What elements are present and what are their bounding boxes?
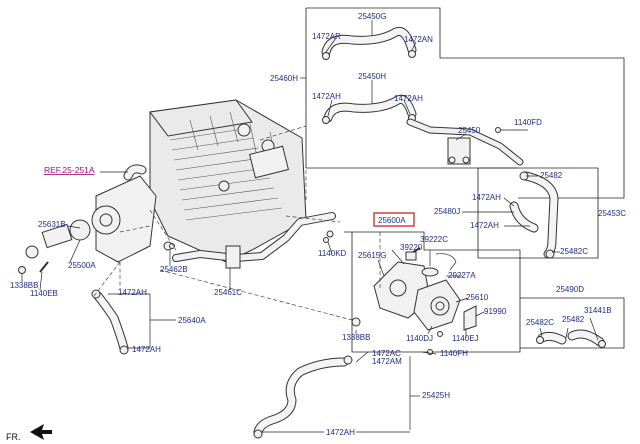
label-25460h[interactable]: 25460H	[270, 74, 298, 83]
bottom-right-frame	[520, 297, 625, 349]
label-29227a[interactable]: 29227A	[448, 271, 476, 280]
leaders	[21, 20, 599, 433]
label-1472an[interactable]: 1472AN	[404, 35, 433, 44]
label-25500a[interactable]: 25500A	[68, 261, 96, 270]
label-1338bb-mid[interactable]: 1338BB	[342, 333, 370, 342]
label-1472ah-right-1[interactable]: 1472AH	[472, 193, 501, 202]
label-1140fd[interactable]: 1140FD	[514, 118, 542, 127]
hose-25453c	[519, 171, 559, 259]
label-31441b[interactable]: 31441B	[584, 306, 612, 315]
hose-25480j	[509, 201, 539, 233]
label-front: FR.	[6, 432, 21, 442]
label-25490d[interactable]: 25490D	[556, 285, 584, 294]
label-39222c[interactable]: 39222C	[420, 235, 448, 244]
label-25480j[interactable]: 25480J	[434, 207, 460, 216]
label-25615g[interactable]: 25615G	[358, 251, 386, 260]
water-pump	[18, 164, 157, 274]
label-1140eb[interactable]: 1140EB	[30, 289, 58, 298]
label-25462b[interactable]: 25462B	[160, 265, 188, 274]
label-25482c-bottom[interactable]: 25482C	[526, 318, 554, 327]
label-1472ar[interactable]: 1472AR	[312, 32, 341, 41]
label-25600a[interactable]: 25600A	[378, 216, 406, 225]
part-labels: 25450G 1472AR 1472AN 25460H 25450H 1472A…	[6, 12, 626, 442]
label-1472am[interactable]: 1472AM	[372, 357, 402, 366]
label-1472ah-bottom[interactable]: 1472AH	[326, 428, 355, 437]
label-1472ah-top-right[interactable]: 1472AH	[394, 94, 423, 103]
label-25482c-right[interactable]: 25482C	[560, 247, 588, 256]
label-1472ah-mid-left-1[interactable]: 1472AH	[118, 288, 147, 297]
label-ref-25-251a[interactable]: REF.25-251A	[44, 165, 95, 175]
label-1140dj[interactable]: 1140DJ	[406, 334, 433, 343]
label-1140kd[interactable]: 1140KD	[318, 249, 347, 258]
label-1472ah-top-left[interactable]: 1472AH	[312, 92, 341, 101]
pipe-25461c	[163, 212, 336, 269]
hose-25425h	[253, 355, 353, 439]
hose-25450g	[321, 26, 417, 60]
label-25450g[interactable]: 25450G	[358, 12, 386, 21]
dashed-guides	[93, 125, 381, 321]
label-1472ac[interactable]: 1472AC	[372, 349, 401, 358]
label-1338bb-left[interactable]: 1338BB	[10, 281, 38, 290]
engine-block	[149, 99, 307, 263]
front-arrow-icon	[30, 424, 52, 440]
label-25450[interactable]: 25450	[458, 126, 481, 135]
label-25631b[interactable]: 25631B	[38, 220, 66, 229]
label-1472ah-mid-left-2[interactable]: 1472AH	[132, 345, 161, 354]
label-1140ej[interactable]: 1140EJ	[452, 334, 479, 343]
label-25482-bottom[interactable]: 25482	[562, 315, 585, 324]
selected-part-highlight	[373, 212, 415, 227]
label-25425h[interactable]: 25425H	[422, 391, 450, 400]
label-91990[interactable]: 91990	[484, 307, 507, 316]
pipe-25450	[406, 118, 524, 166]
hose-25640a	[91, 289, 129, 355]
label-1140fh[interactable]: 1140FH	[440, 349, 468, 358]
label-25453c[interactable]: 25453C	[598, 209, 626, 218]
top-right-frame	[305, 7, 625, 199]
label-25482-top[interactable]: 25482	[540, 171, 563, 180]
hoses-25490d	[536, 329, 606, 348]
label-1472ah-right-2[interactable]: 1472AH	[470, 221, 499, 230]
label-25610[interactable]: 25610	[466, 293, 489, 302]
label-25461c[interactable]: 25461C	[214, 288, 242, 297]
label-25450h[interactable]: 25450H	[358, 72, 386, 81]
label-25640a[interactable]: 25640A	[178, 316, 206, 325]
thermostat-frame	[344, 231, 521, 353]
thermostat-assembly	[351, 247, 477, 337]
label-39220[interactable]: 39220	[400, 243, 423, 252]
right-hose-frame	[477, 167, 599, 259]
